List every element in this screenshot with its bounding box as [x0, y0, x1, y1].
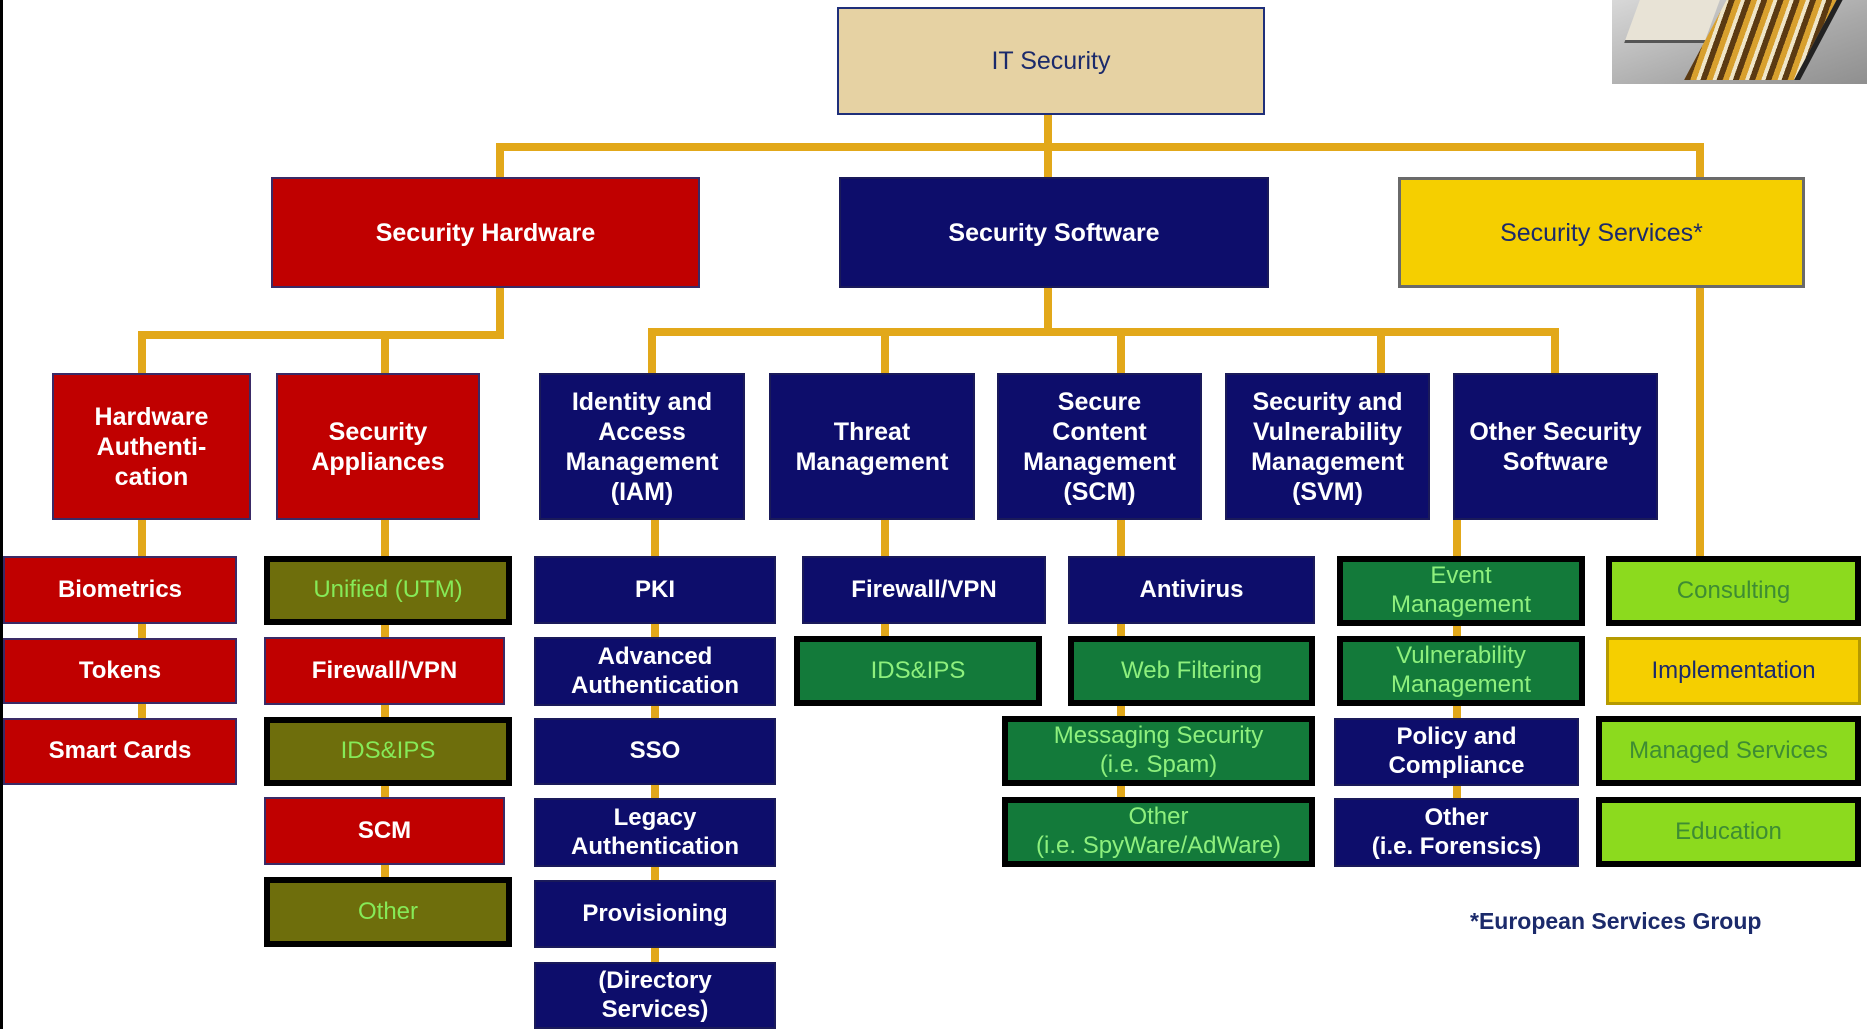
group-svm-label: Security and Vulnerability Management (S… — [1251, 387, 1404, 506]
leaf-forensics-label: Other (i.e. Forensics) — [1371, 803, 1542, 860]
leaf-sw-firewall-vpn-label: Firewall/VPN — [851, 575, 997, 603]
leaf-sw-ids-ips-label: IDS&IPS — [870, 656, 966, 684]
leaf-vulnerability-management-label: Vulnerability Management — [1390, 642, 1532, 698]
leaf-hw-other-label: Other — [357, 897, 419, 925]
group-threat-management-label: Threat Management — [795, 417, 949, 476]
leaf-advanced-authentication-label: Advanced Authentication — [571, 642, 739, 699]
leaf-biometrics-label: Biometrics — [57, 575, 183, 603]
leaf-advanced-authentication: Advanced Authentication — [534, 637, 776, 706]
leaf-managed-services-label: Managed Services — [1629, 736, 1828, 764]
leaf-hw-ids-ips-label: IDS&IPS — [340, 737, 436, 765]
leaf-smart-cards: Smart Cards — [3, 718, 237, 785]
group-hardware-authentication: Hardware Authenti- cation — [52, 373, 251, 520]
leaf-web-filtering: Web Filtering — [1068, 636, 1315, 706]
root-node-label: IT Security — [991, 47, 1111, 75]
leaf-unified-utm-label: Unified (UTM) — [313, 576, 463, 604]
leaf-implementation: Implementation — [1606, 637, 1861, 705]
group-scm: Secure Content Management (SCM) — [997, 373, 1202, 520]
leaf-forensics: Other (i.e. Forensics) — [1334, 798, 1579, 867]
group-other-security-software-label: Other Security Software — [1469, 417, 1642, 476]
group-hardware-authentication-label: Hardware Authenti- cation — [94, 402, 209, 491]
leaf-spyware-adware-label: Other (i.e. SpyWare/AdWare) — [1036, 803, 1281, 859]
leaf-tokens: Tokens — [3, 638, 237, 704]
leaf-consulting-label: Consulting — [1676, 576, 1791, 604]
group-iam-label: Identity and Access Management (IAM) — [565, 387, 719, 506]
leaf-hw-firewall-vpn-label: Firewall/VPN — [311, 656, 458, 684]
category-security-hardware-label: Security Hardware — [375, 218, 596, 247]
leaf-event-management: Event Management — [1337, 556, 1585, 626]
leaf-web-filtering-label: Web Filtering — [1121, 656, 1262, 684]
leaf-messaging-security: Messaging Security (i.e. Spam) — [1002, 716, 1315, 786]
leaf-vulnerability-management: Vulnerability Management — [1337, 636, 1585, 706]
category-security-services-label: Security Services* — [1500, 218, 1703, 247]
leaf-sso: SSO — [534, 718, 776, 785]
leaf-antivirus: Antivirus — [1068, 556, 1315, 624]
leaf-sw-ids-ips: IDS&IPS — [794, 636, 1042, 706]
category-security-hardware: Security Hardware — [271, 177, 700, 288]
leaf-unified-utm: Unified (UTM) — [264, 556, 512, 625]
category-security-services: Security Services* — [1398, 177, 1805, 288]
leaf-spyware-adware: Other (i.e. SpyWare/AdWare) — [1002, 797, 1315, 867]
leaf-directory-services-label: (Directory Services) — [598, 966, 712, 1023]
leaf-consulting: Consulting — [1606, 556, 1861, 626]
group-other-security-software: Other Security Software — [1453, 373, 1658, 520]
category-security-software-label: Security Software — [948, 218, 1160, 247]
group-security-appliances-label: Security Appliances — [311, 417, 445, 476]
leaf-antivirus-label: Antivirus — [1139, 575, 1244, 603]
leaf-messaging-security-label: Messaging Security (i.e. Spam) — [1053, 722, 1264, 778]
leaf-policy-compliance: Policy and Compliance — [1334, 718, 1579, 786]
leaf-provisioning: Provisioning — [534, 880, 776, 948]
leaf-hw-firewall-vpn: Firewall/VPN — [264, 637, 505, 705]
left-edge-border — [0, 0, 3, 1029]
group-threat-management: Threat Management — [769, 373, 975, 520]
leaf-tokens-label: Tokens — [78, 656, 162, 684]
leaf-legacy-authentication: Legacy Authentication — [534, 798, 776, 867]
root-node: IT Security — [837, 7, 1265, 115]
leaf-biometrics: Biometrics — [3, 556, 237, 624]
leaf-hw-ids-ips: IDS&IPS — [264, 717, 512, 786]
group-scm-label: Secure Content Management (SCM) — [1023, 387, 1176, 506]
category-security-software: Security Software — [839, 177, 1269, 288]
leaf-event-management-label: Event Management — [1390, 562, 1532, 618]
leaf-pki-label: PKI — [634, 575, 675, 603]
leaf-smart-cards-label: Smart Cards — [48, 737, 192, 765]
leaf-hw-scm: SCM — [264, 797, 505, 865]
leaf-provisioning-label: Provisioning — [582, 899, 728, 927]
group-iam: Identity and Access Management (IAM) — [539, 373, 745, 520]
leaf-legacy-authentication-label: Legacy Authentication — [571, 803, 739, 860]
leaf-managed-services: Managed Services — [1596, 716, 1861, 786]
leaf-education: Education — [1596, 797, 1861, 867]
leaf-hw-other: Other — [264, 877, 512, 947]
leaf-hw-scm-label: SCM — [357, 816, 412, 844]
leaf-directory-services: (Directory Services) — [534, 962, 776, 1029]
leaf-education-label: Education — [1675, 817, 1782, 845]
book-photo-image — [1612, 0, 1867, 84]
leaf-sw-firewall-vpn: Firewall/VPN — [802, 556, 1046, 624]
leaf-implementation-label: Implementation — [1651, 656, 1816, 684]
leaf-policy-compliance-label: Policy and Compliance — [1388, 723, 1525, 779]
footnote: *European Services Group — [1470, 908, 1762, 934]
group-svm: Security and Vulnerability Management (S… — [1225, 373, 1430, 520]
leaf-pki: PKI — [534, 556, 776, 624]
leaf-sso-label: SSO — [629, 737, 681, 765]
group-security-appliances: Security Appliances — [276, 373, 480, 520]
book-page-shape — [1624, 0, 1720, 43]
